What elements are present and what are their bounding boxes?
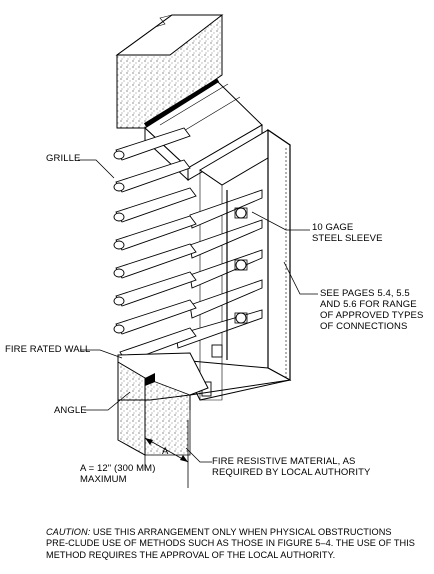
fire-material-label: FIRE RESISTIVE MATERIAL, AS REQUIRED BY …: [212, 456, 371, 478]
leader-lines: [78, 159, 318, 463]
upper-wall-block: [115, 14, 224, 129]
dimension-note: A = 12" (300 MM) MAXIMUM: [80, 463, 156, 485]
steel-sleeve: [179, 128, 292, 401]
sleeve-label: 10 GAGE STEEL SLEEVE: [312, 222, 383, 244]
dimension-a-label: A: [162, 446, 169, 457]
caption-text: USE THIS ARRANGEMENT ONLY WHEN PHYSICAL …: [46, 527, 415, 560]
fire-wall-label: FIRE RATED WALL: [5, 344, 91, 355]
caption-prefix: CAUTION:: [46, 527, 91, 537]
grille-label: GRILLE: [46, 153, 81, 164]
damper-blades: [175, 189, 263, 349]
caption: CAUTION: USE THIS ARRANGEMENT ONLY WHEN …: [46, 527, 416, 561]
top-seal-line: [143, 78, 220, 127]
dimension-a: [144, 420, 189, 488]
angle-label: ANGLE: [54, 405, 87, 416]
see-pages-label: SEE PAGES 5.4, 5.5 AND 5.6 FOR RANGE OF …: [320, 288, 424, 332]
grille-louvres: [113, 127, 197, 363]
lower-wall-block: [117, 352, 291, 456]
